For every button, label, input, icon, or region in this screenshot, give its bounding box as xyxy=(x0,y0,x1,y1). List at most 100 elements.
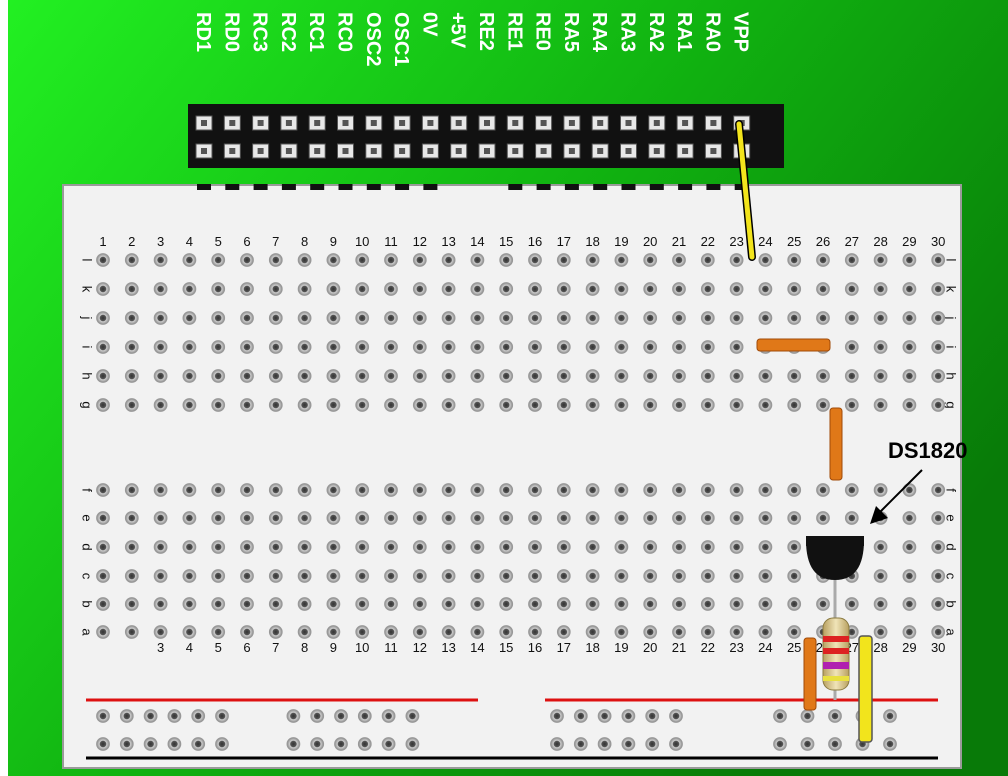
column-number: 21 xyxy=(672,640,686,655)
header-pin-hole xyxy=(399,120,406,126)
breadboard-hole xyxy=(787,311,802,325)
header-pin-hole xyxy=(625,148,632,154)
breadboard-hole xyxy=(614,511,629,525)
breadboard-hole xyxy=(585,340,600,354)
breadboard-hole xyxy=(326,511,341,525)
breadboard-hole xyxy=(931,369,946,383)
rail-hole xyxy=(357,737,372,751)
rail-hole xyxy=(310,737,325,751)
breadboard-hole xyxy=(902,398,917,412)
rail-hole xyxy=(119,709,134,723)
breadboard-hole xyxy=(643,340,658,354)
breadboard-hole xyxy=(355,569,370,583)
breadboard-hole xyxy=(384,540,398,554)
header-pin-hole xyxy=(625,120,632,126)
breadboard-hole xyxy=(585,398,600,412)
orange-wire-col-27 xyxy=(829,407,843,481)
header-pin-hole xyxy=(455,148,462,154)
column-number: 10 xyxy=(355,640,369,655)
breadboard-hole xyxy=(268,369,283,383)
breadboard-hole xyxy=(441,625,456,639)
header-pin-hole xyxy=(201,120,207,126)
header-pin-hole xyxy=(370,120,377,126)
breadboard-hole xyxy=(384,340,398,354)
column-number: 6 xyxy=(243,640,250,655)
breadboard-hole xyxy=(96,398,110,412)
rail-hole xyxy=(381,737,396,751)
column-number: 20 xyxy=(643,234,657,249)
column-number: 7 xyxy=(272,640,279,655)
breadboard-hole xyxy=(729,597,744,611)
breadboard-hole xyxy=(758,253,773,267)
breadboard-hole xyxy=(614,569,629,583)
rail-hole xyxy=(334,737,348,751)
breadboard-hole xyxy=(700,625,715,639)
breadboard-hole xyxy=(556,398,571,412)
breadboard-hole xyxy=(326,483,341,497)
breadboard-hole xyxy=(643,311,658,325)
breadboard-hole xyxy=(412,540,427,554)
header-pin-hole xyxy=(710,120,717,126)
breadboard-hole xyxy=(240,340,254,354)
breadboard-hole xyxy=(643,282,658,296)
breadboard-hole xyxy=(528,483,542,497)
breadboard-hole xyxy=(729,369,744,383)
breadboard-hole xyxy=(556,483,571,497)
breadboard-hole xyxy=(499,569,514,583)
breadboard-hole xyxy=(499,253,514,267)
column-number: 3 xyxy=(157,234,164,249)
breadboard-hole xyxy=(240,625,254,639)
breadboard-hole xyxy=(816,282,830,296)
row-letter: f xyxy=(944,488,959,492)
breadboard-hole xyxy=(441,511,456,525)
header-pin-hole xyxy=(370,148,377,154)
resistor xyxy=(822,605,850,700)
header-pin-stubs xyxy=(197,184,749,190)
breadboard-hole xyxy=(268,483,283,497)
header-pin-stub xyxy=(706,184,721,190)
breadboard-hole xyxy=(528,253,542,267)
breadboard-hole xyxy=(873,311,888,325)
breadboard-hole xyxy=(787,569,802,583)
column-number: 30 xyxy=(931,640,945,655)
header-pin-hole xyxy=(455,120,462,126)
column-number: 28 xyxy=(873,234,887,249)
breadboard-hole xyxy=(931,398,946,412)
breadboard-hole xyxy=(758,398,773,412)
breadboard-hole xyxy=(614,369,629,383)
breadboard-hole xyxy=(355,398,370,412)
header-pin-hole xyxy=(427,120,434,126)
header-pin-hole xyxy=(597,148,604,154)
rail-hole xyxy=(96,709,110,723)
header-pin-hole xyxy=(342,148,349,154)
breadboard-hole xyxy=(240,282,254,296)
breadboard-hole xyxy=(556,540,571,554)
rail-hole xyxy=(828,709,842,723)
breadboard-hole xyxy=(902,369,917,383)
header-pin-stub xyxy=(508,184,523,190)
breadboard-hole xyxy=(931,340,946,354)
breadboard-hole xyxy=(240,540,254,554)
breadboard-hole xyxy=(355,625,370,639)
breadboard-hole xyxy=(182,311,197,325)
header-pin-stub xyxy=(649,184,664,190)
breadboard-hole xyxy=(211,398,226,412)
rail-hole xyxy=(550,709,564,723)
breadboard-hole xyxy=(844,483,859,497)
breadboard-hole xyxy=(124,569,139,583)
rail-hole xyxy=(573,709,588,723)
header-pin-stub xyxy=(366,184,381,190)
breadboard-hole xyxy=(787,511,802,525)
header-pin-hole xyxy=(653,148,660,154)
column-number: 25 xyxy=(787,640,801,655)
breadboard-hole xyxy=(700,398,715,412)
breadboard-hole xyxy=(412,340,427,354)
column-number: 12 xyxy=(413,640,427,655)
header-pin-stub xyxy=(338,184,353,190)
breadboard-hole xyxy=(614,282,629,296)
breadboard-hole xyxy=(182,597,197,611)
rail-hole xyxy=(550,737,564,751)
breadboard-hole xyxy=(211,282,226,296)
breadboard-hole xyxy=(787,625,802,639)
breadboard-hole xyxy=(412,483,427,497)
